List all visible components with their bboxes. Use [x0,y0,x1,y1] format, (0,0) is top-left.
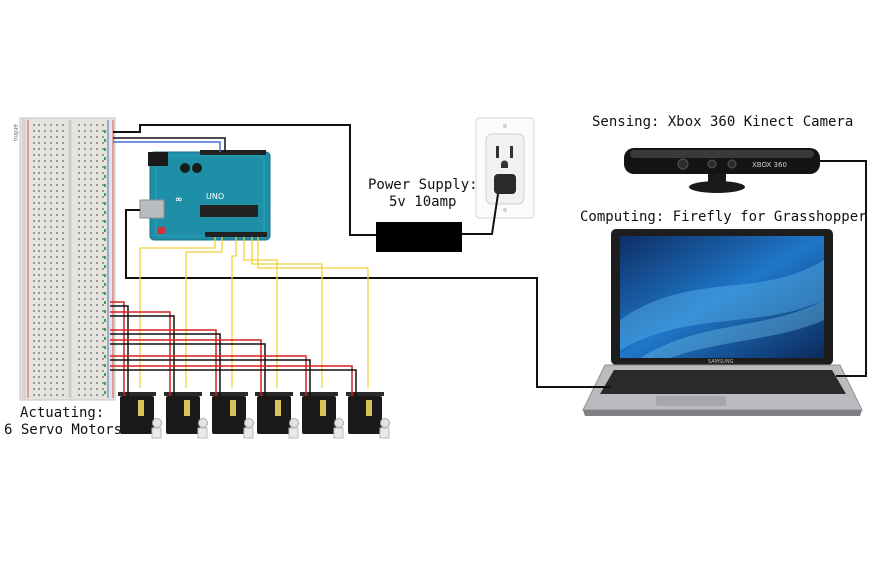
breadboard-icon: ardnu [12,117,116,401]
servo-power-wire [110,339,262,396]
arduino-icon: ∞ UNO [139,150,271,241]
servo-signal-wire [243,237,278,388]
servo-ground-wire [110,343,266,396]
laptop-brand-mark: SAMSUNG [708,359,734,365]
kinect-icon: XBOX 360 [624,148,820,193]
arduino-model-mark: UNO [206,192,224,201]
actuating-label: Actuating: [20,405,105,421]
servo-icon [164,392,208,439]
usb-cable [125,209,611,388]
servo-icon [346,392,390,439]
power-cord [462,193,499,235]
power-supply-icon [376,222,462,252]
servo-group [118,392,390,439]
servo-ground-wire [110,333,221,396]
servo-icon [255,392,299,439]
servo-ground-wire [110,359,311,396]
power-supply-rating-label: 5v 10amp [389,194,457,210]
laptop-icon: SAMSUNG [582,229,863,416]
servo-ground-wire [110,369,357,396]
servo-icon [118,392,162,439]
wire-black-top [113,124,376,236]
computing-label: Computing: Firefly for Grasshopper [580,209,867,225]
breadboard-mark: ardnu [12,124,19,142]
servo-signal-wire [231,237,237,388]
servo-motors-label: 6 Servo Motors [4,422,123,438]
servo-power-wire [110,365,353,396]
servo-signal-wire [139,237,216,388]
kinect-brand-mark: XBOX 360 [752,161,787,169]
servo-signal-wire [185,237,223,388]
servo-icon [210,392,254,439]
servo-icon [300,392,344,439]
wire-gnd-arduino [113,137,226,152]
wire-5v-arduino [113,141,221,152]
servo-power-wire [110,301,125,396]
wall-outlet-icon [475,117,535,219]
servo-power-wire [110,355,307,396]
power-supply-label: Power Supply: [368,177,478,193]
servo-power-wire [110,329,217,396]
sensing-label: Sensing: Xbox 360 Kinect Camera [592,114,854,130]
svg-text:∞: ∞ [175,195,183,205]
kinect-cable [820,160,867,377]
servo-power-wire [110,311,171,396]
servo-signal-wire [257,237,369,388]
servo-signal-wire [251,237,323,388]
